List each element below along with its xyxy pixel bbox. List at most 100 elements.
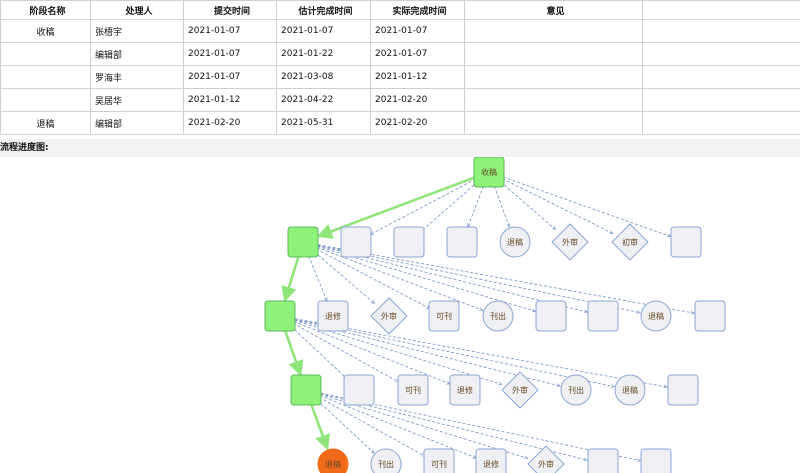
node-shape xyxy=(640,300,672,332)
cell-estimate: 2021-01-07 xyxy=(276,19,371,43)
option-edge xyxy=(319,395,476,458)
flow-node[interactable] xyxy=(446,226,478,258)
node-label: 可刊 xyxy=(405,386,421,395)
option-edge xyxy=(502,178,613,234)
option-edge xyxy=(320,392,641,461)
flow-node-n1e[interactable]: 外审 xyxy=(551,223,589,261)
progress-path-edge xyxy=(309,403,331,451)
node-label: 可刊 xyxy=(436,312,452,321)
flow-node-n4[interactable]: 退稿 xyxy=(317,448,349,473)
cell-actual: 2021-02-20 xyxy=(370,111,465,135)
node-shape xyxy=(317,448,349,473)
header-actual-time: 实际完成时间 xyxy=(370,0,465,20)
node-label: 刊出 xyxy=(490,311,506,321)
cell-opinion xyxy=(464,65,643,89)
option-edge xyxy=(318,396,425,457)
flow-node-n4b[interactable]: 可刊 xyxy=(423,448,455,473)
flow-node[interactable] xyxy=(343,374,375,406)
cell-extra xyxy=(642,88,800,112)
header-estimate-time: 估计完成时间 xyxy=(276,0,371,20)
flow-node-n0[interactable]: 收稿 xyxy=(473,157,505,188)
flow-node[interactable] xyxy=(667,374,699,406)
cell-actual: 2021-02-20 xyxy=(370,88,465,112)
flow-node-n1f[interactable]: 初审 xyxy=(611,223,649,261)
cell-submit: 2021-01-07 xyxy=(183,19,277,43)
option-edge xyxy=(316,399,374,453)
flow-node-n4d[interactable]: 外审 xyxy=(527,445,565,473)
flow-node-n2b[interactable]: 外审 xyxy=(370,297,408,335)
cell-submit: 2021-01-07 xyxy=(183,65,277,89)
flow-node-n1d[interactable]: 退稿 xyxy=(499,226,531,258)
node-label: 退稿 xyxy=(325,459,341,469)
option-edge xyxy=(503,176,671,237)
flow-node[interactable] xyxy=(264,300,296,332)
flow-title: 流程进度图: xyxy=(0,139,800,157)
node-label: 退修 xyxy=(457,385,473,395)
node-label: 外审 xyxy=(538,459,554,469)
cell-extra xyxy=(642,111,800,135)
node-label: 可刊 xyxy=(431,460,447,469)
cell-estimate: 2021-04-22 xyxy=(276,88,371,112)
flow-node-n4a[interactable]: 刊出 xyxy=(370,448,402,473)
node-label: 刊出 xyxy=(568,385,584,395)
flow-node[interactable] xyxy=(670,226,702,258)
option-edge xyxy=(500,181,555,230)
node-shape xyxy=(587,448,619,473)
flow-node[interactable] xyxy=(587,300,619,332)
cell-opinion xyxy=(464,88,643,112)
node-shape xyxy=(449,374,481,406)
node-shape xyxy=(370,297,408,335)
flow-node-n3c[interactable]: 退修 xyxy=(449,374,481,406)
flow-node-n2d[interactable]: 刊出 xyxy=(482,300,514,332)
option-edge xyxy=(421,181,478,232)
cell-handler: 编辑部 xyxy=(90,42,184,66)
node-shape xyxy=(343,374,375,406)
flow-node[interactable] xyxy=(694,300,726,332)
cell-submit: 2021-02-20 xyxy=(183,111,277,135)
flow-node-n2a[interactable]: 退修 xyxy=(317,300,349,332)
flow-node-n2g[interactable]: 退稿 xyxy=(640,300,672,332)
cell-actual: 2021-01-07 xyxy=(370,19,465,43)
option-edge xyxy=(316,248,430,309)
cell-extra xyxy=(642,19,800,43)
flow-node-n3b[interactable]: 可刊 xyxy=(397,374,429,406)
cell-handler: 张梧宇 xyxy=(90,19,184,43)
flow-node[interactable] xyxy=(587,448,619,473)
cell-opinion xyxy=(464,19,643,43)
flow-node[interactable] xyxy=(290,374,322,406)
flow-node[interactable] xyxy=(535,300,567,332)
flow-node-n3d[interactable]: 外审 xyxy=(501,371,539,409)
node-shape xyxy=(264,300,296,332)
cell-submit: 2021-01-12 xyxy=(183,88,277,112)
table-header-row: 阶段名称 处理人 提交时间 估计完成时间 实际完成时间 意见 xyxy=(0,0,800,20)
node-shape xyxy=(560,374,592,406)
node-shape xyxy=(423,448,455,473)
flow-node-n3e[interactable]: 刊出 xyxy=(560,374,592,406)
node-shape xyxy=(393,226,425,258)
progress-path-edge xyxy=(281,255,300,303)
cell-estimate: 2021-01-22 xyxy=(276,42,371,66)
flow-node-n2c[interactable]: 可刊 xyxy=(428,300,460,332)
node-shape xyxy=(611,223,649,261)
cell-extra xyxy=(642,65,800,89)
flow-node[interactable] xyxy=(287,226,319,258)
node-label: 退稿 xyxy=(648,311,664,321)
option-edge xyxy=(316,246,483,310)
cell-estimate: 2021-03-08 xyxy=(276,65,371,89)
node-shape xyxy=(694,300,726,332)
flow-node[interactable] xyxy=(340,226,372,258)
option-edge xyxy=(314,251,374,304)
option-edge xyxy=(317,244,695,313)
flow-node-n3f[interactable]: 退稿 xyxy=(614,374,646,406)
flow-node[interactable] xyxy=(393,226,425,258)
flow-node-n4c[interactable]: 退修 xyxy=(475,448,507,473)
cell-opinion xyxy=(464,42,643,66)
node-label: 退修 xyxy=(325,311,341,321)
flow-node[interactable] xyxy=(640,448,672,473)
node-label: 退修 xyxy=(483,459,499,469)
node-label: 退稿 xyxy=(622,385,638,395)
header-submit-time: 提交时间 xyxy=(183,0,277,20)
